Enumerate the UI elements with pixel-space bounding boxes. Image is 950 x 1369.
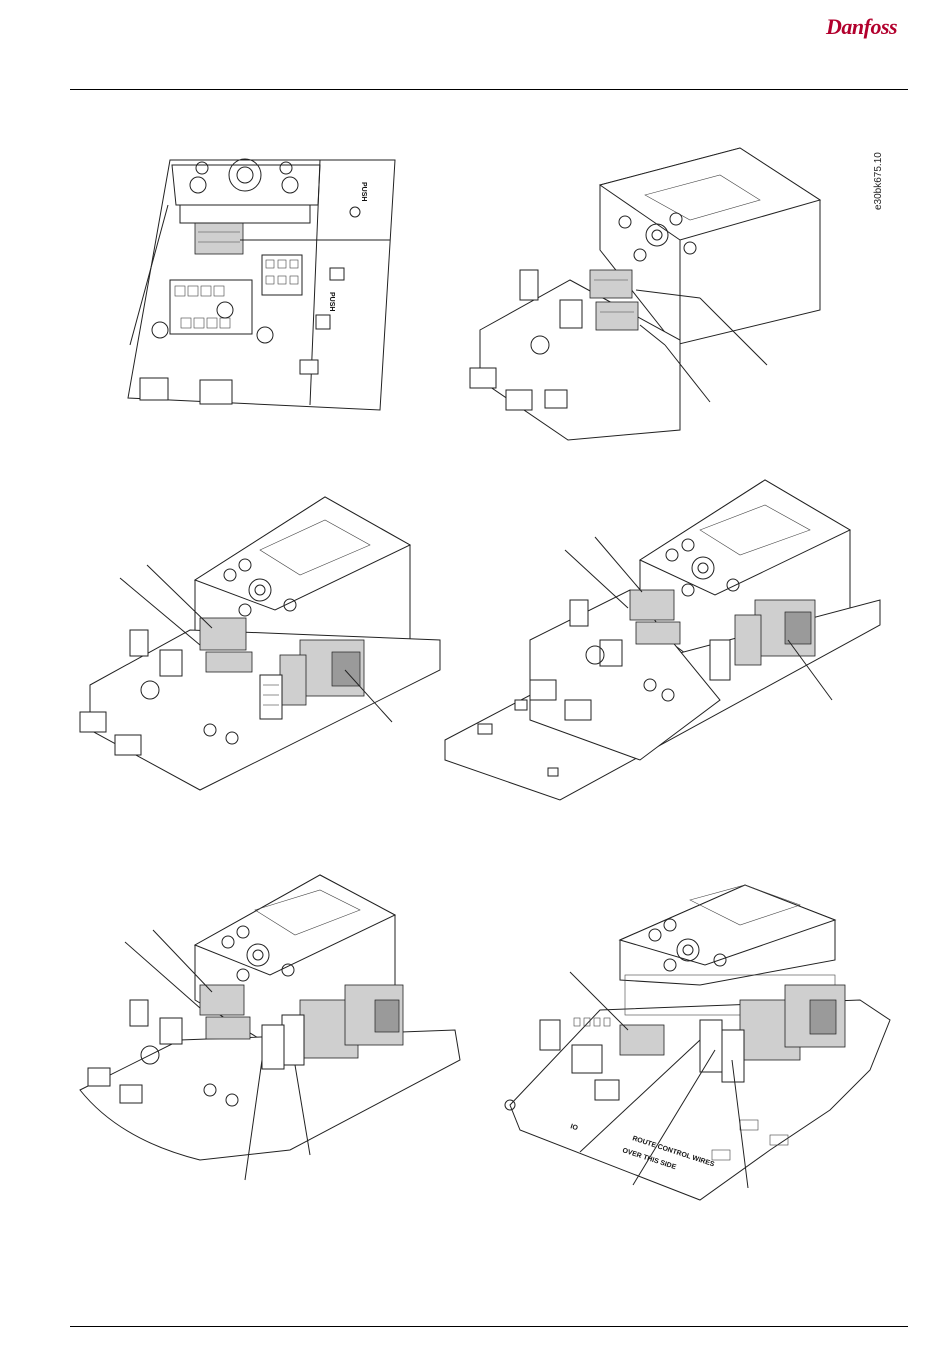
footer-rule [70, 1326, 908, 1327]
panel-6-mounting-board: IO ROUTE CONTROL WIRES OVER THIS SIDE [505, 885, 890, 1200]
panel-4-option-plate [445, 480, 880, 800]
push-label-side: PUSH [328, 292, 335, 311]
push-label-top: PUSH [360, 182, 367, 201]
panel-2-drive-assembled [470, 148, 820, 440]
panel-5-two-options [80, 875, 460, 1180]
panel-3-option-a [80, 497, 440, 790]
panel-1-drive-open: PUSH PUSH [128, 159, 395, 410]
